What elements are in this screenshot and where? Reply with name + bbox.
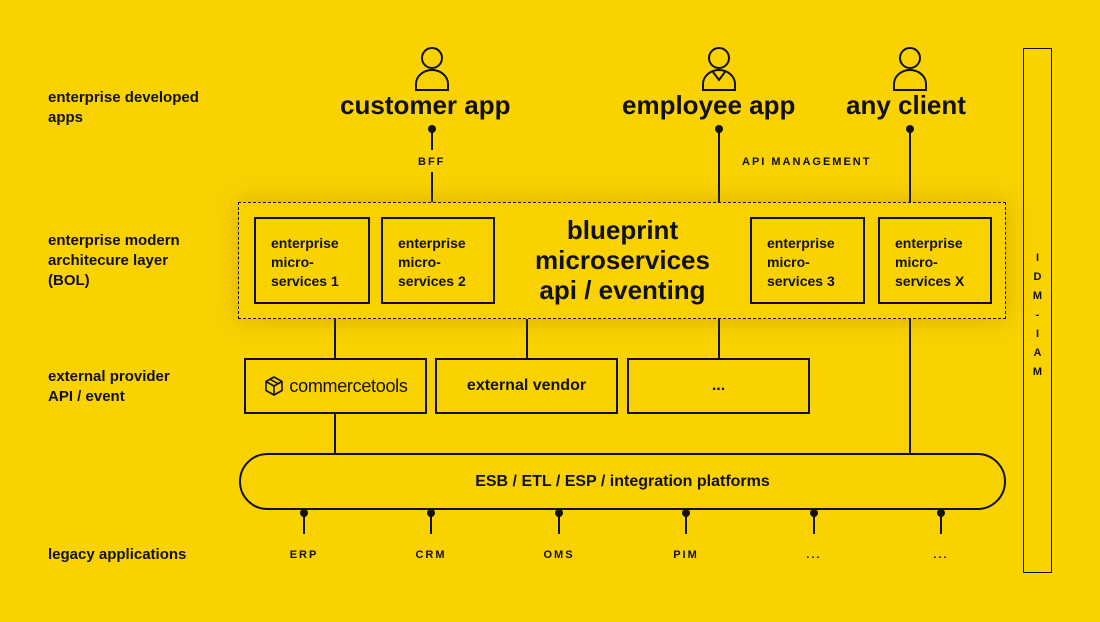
layer-label-apps: enterprise developed apps bbox=[48, 89, 199, 126]
bol-layer-frame bbox=[238, 202, 1006, 319]
provider-other: ... bbox=[627, 358, 810, 414]
user-icon bbox=[893, 47, 927, 91]
connector-dot bbox=[906, 125, 914, 133]
connector-dot bbox=[937, 509, 945, 517]
microservice-box-2: enterprise micro- services 2 bbox=[381, 217, 495, 304]
legacy-app-more-2: ... bbox=[933, 549, 949, 561]
user-icon bbox=[415, 47, 449, 91]
idm-iam-bar: I D M - I A M bbox=[1023, 48, 1052, 573]
connector-dot bbox=[300, 509, 308, 517]
connector-dot bbox=[555, 509, 563, 517]
microservice-box-x: enterprise micro- services X bbox=[878, 217, 992, 304]
layer-label-provider: external provider API / event bbox=[48, 368, 170, 405]
connector-dot bbox=[715, 125, 723, 133]
layer-label-bol: enterprise modern architecure layer (BOL… bbox=[48, 232, 180, 289]
connector-dot bbox=[682, 509, 690, 517]
bff-label: BFF bbox=[418, 156, 446, 168]
legacy-app-pim: PIM bbox=[673, 549, 699, 561]
blueprint-title: blueprint microservices api / eventing bbox=[535, 215, 710, 305]
commercetools-logo-icon bbox=[265, 376, 284, 396]
connector-dot bbox=[810, 509, 818, 517]
api-management-label: API MANAGEMENT bbox=[742, 156, 872, 168]
microservice-box-1: enterprise micro- services 1 bbox=[254, 217, 370, 304]
connector-dot bbox=[428, 125, 436, 133]
legacy-app-erp: ERP bbox=[289, 549, 319, 561]
provider-commercetools: commercetools bbox=[244, 358, 427, 414]
provider-external-vendor: external vendor bbox=[435, 358, 618, 414]
microservice-box-3: enterprise micro- services 3 bbox=[750, 217, 865, 304]
idm-iam-label: I D M - I A M bbox=[1032, 252, 1043, 378]
legacy-app-more-1: ... bbox=[806, 549, 822, 561]
connector-dot bbox=[427, 509, 435, 517]
commercetools-label: commercetools bbox=[289, 375, 408, 396]
customer-app-title: customer app bbox=[340, 90, 511, 120]
any-client-title: any client bbox=[846, 90, 966, 120]
layer-label-legacy: legacy applications bbox=[48, 546, 187, 563]
employee-app-title: employee app bbox=[622, 90, 796, 120]
user-tie-icon bbox=[702, 47, 736, 91]
legacy-app-crm: CRM bbox=[415, 549, 447, 561]
legacy-app-oms: OMS bbox=[543, 549, 575, 561]
integration-platforms-bar: ESB / ETL / ESP / integration platforms bbox=[239, 453, 1006, 510]
